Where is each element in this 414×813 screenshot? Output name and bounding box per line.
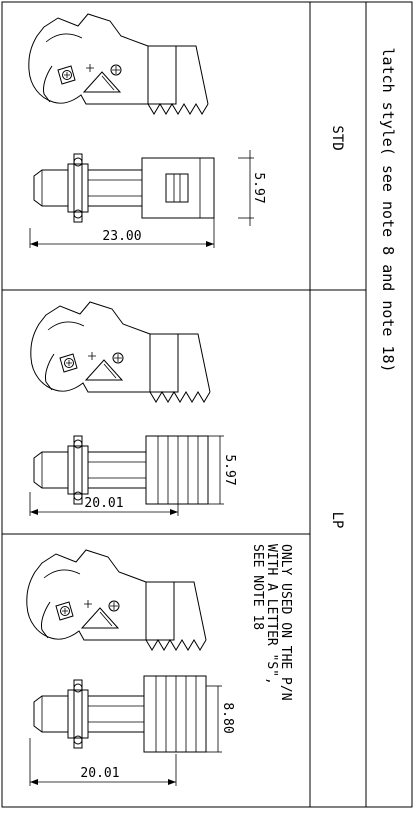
style-label-std: STD xyxy=(329,125,345,150)
latch-top-view-std xyxy=(33,153,215,223)
row-lp: 20.01 5.97 xyxy=(29,301,237,516)
latch-top-view-lp-s xyxy=(33,675,207,753)
length-dim-std: 23.00 xyxy=(102,229,141,244)
width-dim-lp-s: 8.80 xyxy=(220,702,235,733)
note-line-1: ONLY USED ON THE P/N xyxy=(278,544,293,701)
latch-side-view-lp-s xyxy=(26,549,207,651)
latch-side-view-lp xyxy=(30,301,211,403)
column-title: latch style( see note 8 and note 18) xyxy=(379,47,397,372)
note-line-3: SEE NOTE 18 xyxy=(250,544,265,630)
row-std: STD 23.00 5.97 xyxy=(28,13,345,248)
note-line-2: WITH A LETTER "S", xyxy=(264,544,279,685)
width-dim-std: 5.97 xyxy=(251,172,266,203)
width-dim-lp: 5.97 xyxy=(222,454,237,485)
length-dim-lp: 20.01 xyxy=(84,496,123,511)
latch-top-view-lp xyxy=(33,435,209,505)
style-label-lp: LP xyxy=(329,512,345,529)
variant-note: ONLY USED ON THE P/N WITH A LETTER "S", … xyxy=(250,544,293,701)
row-lp-s-variant: 20.01 8.80 ONLY USED ON THE P/N WITH A L… xyxy=(26,544,293,786)
latch-side-view-std xyxy=(28,13,209,115)
length-dim-lp-s: 20.01 xyxy=(80,766,119,781)
